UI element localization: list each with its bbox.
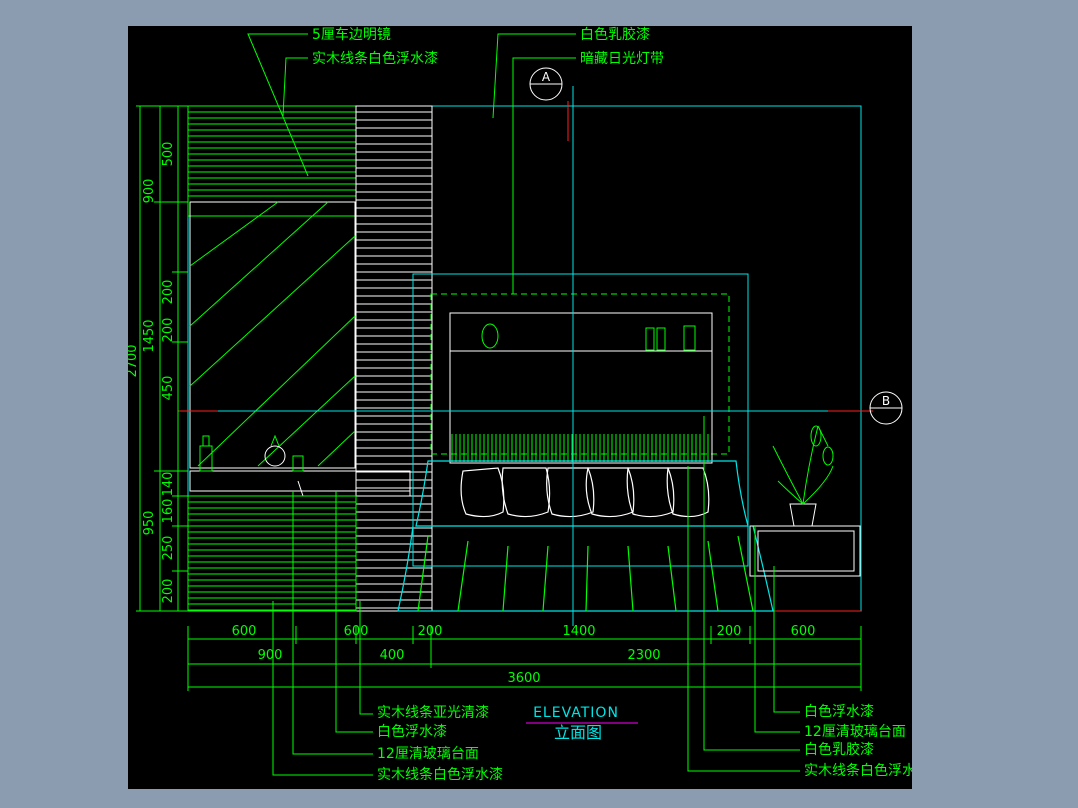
dim-left-inner-2: 200 — [161, 280, 176, 305]
dim-left-inner-8: 200 — [161, 579, 176, 604]
title-en: ELEVATION — [533, 705, 619, 721]
hatch-line — [189, 201, 329, 327]
dim-left-inner-4: 450 — [161, 376, 176, 401]
hatch-line — [417, 535, 429, 612]
annotation-hidden-light: 暗藏日光灯带 — [580, 51, 664, 67]
drawing-canvas: A B 5厘车边明镜 实木线条白色浮水漆 白色乳胶漆 暗藏日光灯带 2700 9… — [125, 26, 930, 789]
bottom-right-leaders — [687, 416, 800, 772]
annotation-wood-white-top: 实木线条白色浮水漆 — [312, 50, 438, 67]
dim-left-mid-2: 1450 — [142, 319, 157, 352]
hatch-line — [585, 545, 589, 612]
section-marker-b-label: B — [882, 394, 890, 408]
hatch-line — [189, 201, 279, 267]
dim-bottom-r1-4: 1400 — [562, 624, 595, 639]
dim-bottom-r3: 3600 — [507, 671, 540, 686]
annotation-latex-top: 白色乳胶漆 — [580, 26, 650, 43]
left-dimension-lines — [136, 105, 188, 612]
bottom-left-leaders — [272, 491, 373, 776]
pillows — [460, 467, 710, 518]
annotation-wood-matte: 实木线条亚光清漆 — [377, 704, 489, 721]
dim-left-mid-1: 900 — [142, 179, 157, 204]
annotation-white-paint-left: 白色浮水漆 — [377, 723, 447, 740]
hatch-line — [189, 235, 356, 387]
hatch-line — [257, 375, 356, 467]
elevation-drawing: A B 5厘车边明镜 实木线条白色浮水漆 白色乳胶漆 暗藏日光灯带 2700 9… — [125, 26, 930, 783]
annotation-glass-right: 12厘清玻璃台面 — [804, 723, 906, 740]
dim-bottom-r2-3: 2300 — [627, 648, 660, 663]
dim-bottom-r1-2: 600 — [344, 624, 369, 639]
dim-left-inner-5: 140 — [161, 472, 176, 497]
dim-bottom-r2-1: 900 — [258, 648, 283, 663]
annotation-mirror: 5厘车边明镜 — [312, 26, 391, 43]
hatch-line — [542, 545, 549, 612]
dim-bottom-r1-5: 200 — [717, 624, 742, 639]
section-marker-a-label: A — [542, 70, 551, 84]
dim-left-mid-3: 950 — [142, 511, 157, 536]
hatch-line — [197, 315, 356, 467]
bed — [397, 460, 774, 612]
hatch-line — [667, 545, 677, 612]
hatch-line — [737, 535, 754, 612]
dim-bottom-r1-3: 200 — [418, 624, 443, 639]
dim-left-inner-6: 160 — [161, 499, 176, 524]
annotation-white-paint-right: 白色浮水漆 — [804, 703, 874, 720]
dim-left-inner-7: 250 — [161, 536, 176, 561]
bottom-dimension-lines — [187, 626, 862, 691]
hatch-line — [317, 430, 356, 467]
dim-left-inner-3: 200 — [161, 318, 176, 343]
wall-outline — [187, 105, 862, 612]
section-lines — [178, 67, 903, 626]
dim-left-outer: 2700 — [128, 344, 140, 377]
annotation-glass-left: 12厘清玻璃台面 — [377, 745, 479, 762]
hatch-line — [707, 540, 719, 612]
annotation-latex-right: 白色乳胶漆 — [804, 741, 874, 758]
dim-bottom-r2-2: 400 — [380, 648, 405, 663]
dim-bottom-r1-6: 600 — [791, 624, 816, 639]
hatch-line — [627, 545, 634, 612]
dim-left-inner-1: 500 — [161, 142, 176, 167]
hatch-line — [457, 540, 469, 612]
dim-bottom-r1-1: 600 — [232, 624, 257, 639]
title-zh: 立面图 — [554, 723, 602, 742]
dresser-unit — [187, 105, 433, 612]
dresser-bottles — [199, 434, 304, 472]
top-leaders — [247, 33, 576, 294]
annotation-wood-white-left: 实木线条白色浮水漆 — [377, 766, 503, 783]
shelf-vases — [481, 323, 696, 351]
hatch-line — [502, 545, 509, 612]
plant — [772, 425, 834, 505]
headboard — [412, 273, 749, 567]
annotation-wood-white-right: 实木线条白色浮水漆 — [804, 762, 912, 779]
mirror — [189, 201, 356, 469]
nightstand — [749, 425, 861, 577]
